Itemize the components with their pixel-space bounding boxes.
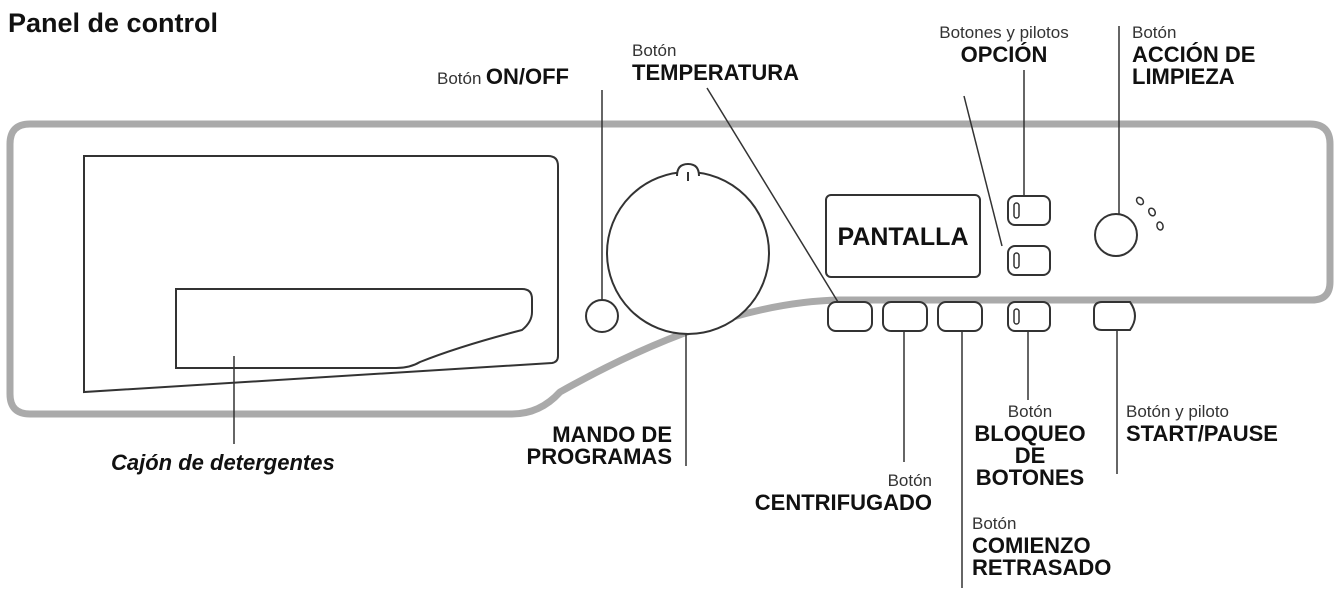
label-mando-line2: PROGRAMAS [526, 444, 672, 469]
leader-opcion [963, 95, 1003, 247]
leader-lines [233, 26, 1120, 588]
label-temperatura-prefix: Botón [632, 41, 677, 60]
label-bloqueo-line3: BOTONES [975, 465, 1085, 490]
label-bloqueo-prefix: Botón [1007, 402, 1053, 421]
display-label: PANTALLA [838, 223, 969, 251]
program-dial[interactable] [606, 171, 770, 335]
label-accion-limpieza: Botón ACCIÓN DE LIMPIEZA [1132, 24, 1255, 88]
cleaning-led-3 [1156, 221, 1164, 231]
start-pause-button[interactable] [1093, 301, 1136, 331]
label-start-prefix: Botón y piloto [1126, 402, 1230, 421]
label-temperatura-name: TEMPERATURA [632, 60, 800, 85]
leader-temperatura [706, 87, 839, 303]
page-title: Panel de control [8, 8, 219, 38]
label-accion-prefix: Botón [1132, 23, 1177, 42]
label-on-off-prefix: Botón [437, 69, 482, 88]
drawer-handle [175, 288, 533, 369]
label-centrifugado-name: CENTRIFUGADO [754, 490, 932, 515]
option-led-2 [1013, 252, 1020, 269]
temperature-button[interactable] [827, 301, 873, 332]
label-opcion: Botones y pilotos OPCIÓN [920, 24, 1088, 66]
label-cajon: Cajón de detergentes [111, 450, 335, 475]
dial-notch [676, 162, 700, 177]
label-bloqueo: Botón BLOQUEO DE BOTONES [968, 403, 1092, 489]
delay-start-button[interactable] [937, 301, 983, 332]
option-led-1 [1013, 202, 1020, 219]
label-on-off-name: ON/OFF [485, 64, 569, 89]
label-on-off: Botón ON/OFF [437, 66, 569, 88]
key-lock-led [1013, 308, 1020, 325]
label-comienzo-prefix: Botón [972, 514, 1017, 533]
label-start-name: START/PAUSE [1126, 421, 1278, 446]
display-screen [825, 194, 981, 278]
on-off-button[interactable] [585, 299, 619, 333]
label-mando: MANDO DE PROGRAMAS [500, 424, 672, 468]
spin-button[interactable] [882, 301, 928, 332]
label-comienzo-line1: COMIENZO [972, 533, 1091, 558]
label-comienzo-line2: RETRASADO [972, 555, 1112, 580]
cleaning-action-button[interactable] [1094, 213, 1138, 257]
label-bloqueo-line1: BLOQUEO [974, 421, 1086, 446]
label-centrifugado-prefix: Botón [887, 471, 932, 490]
label-accion-line1: ACCIÓN DE [1132, 42, 1256, 67]
label-comienzo: Botón COMIENZO RETRASADO [972, 515, 1111, 579]
label-opcion-prefix: Botones y pilotos [939, 23, 1069, 42]
label-bloqueo-line2: DE [1014, 443, 1046, 468]
cleaning-led-2 [1147, 207, 1157, 217]
cleaning-led-1 [1135, 196, 1145, 206]
label-start-pause: Botón y piloto START/PAUSE [1126, 403, 1278, 445]
label-mando-line1: MANDO DE [552, 422, 672, 447]
label-accion-line2: LIMPIEZA [1132, 64, 1235, 89]
label-opcion-name: OPCIÓN [960, 42, 1048, 67]
